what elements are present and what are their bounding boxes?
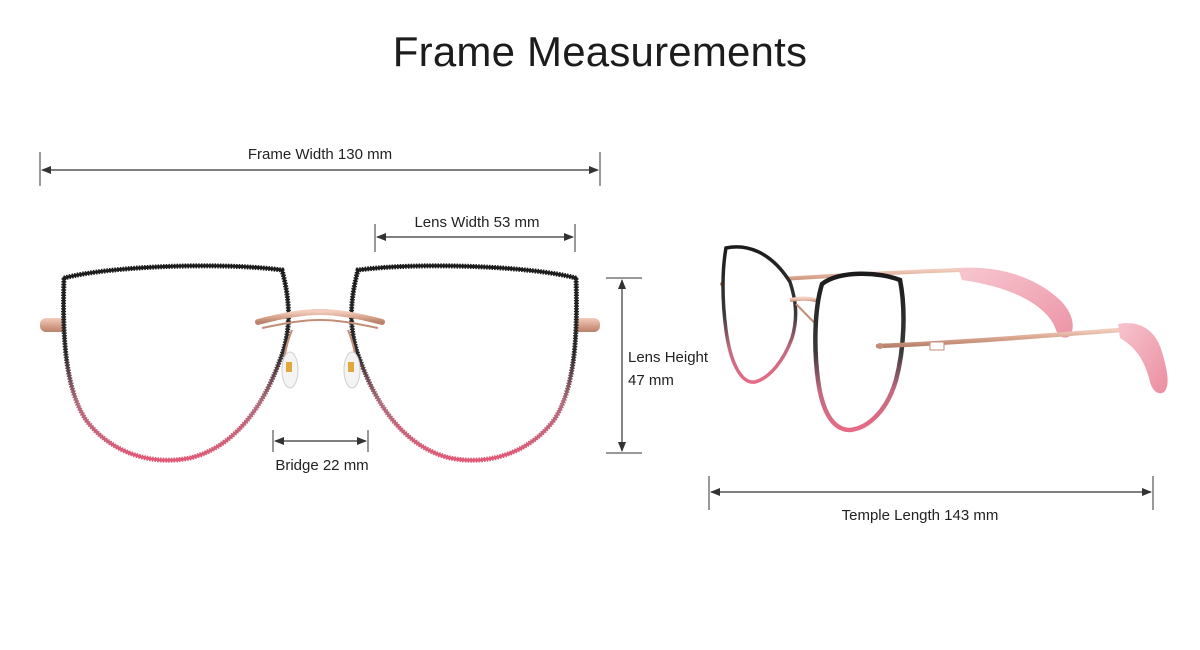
lens-height-dimension: [606, 277, 642, 454]
rear-lens-rim: [721, 245, 798, 384]
bridge-bar: [255, 308, 385, 329]
front-temple-tip: [1118, 323, 1168, 394]
right-nose-pad: [343, 329, 361, 389]
lens-width-dimension: [374, 224, 576, 252]
page-title: Frame Measurements: [392, 28, 808, 75]
front-view-glasses: [40, 263, 600, 463]
front-temple-arm: [875, 327, 1123, 349]
lens-width-label: Lens Width 53 mm: [414, 214, 540, 231]
frame-width-label: Frame Width 130 mm: [247, 146, 393, 163]
side-view-glasses: [720, 245, 1168, 433]
temple-length-label: Temple Length 143 mm: [841, 507, 999, 524]
temple-length-dimension: [708, 476, 1154, 510]
left-nose-pad: [281, 329, 299, 389]
bridge-label: Bridge 22 mm: [275, 457, 369, 474]
front-lens-rim-side: [813, 271, 906, 433]
bridge-dimension: [272, 430, 369, 452]
frame-width-dimension: [39, 152, 601, 186]
lens-height-label-line2: 47 mm: [628, 372, 674, 389]
lens-height-label-line1: Lens Height: [628, 349, 709, 366]
